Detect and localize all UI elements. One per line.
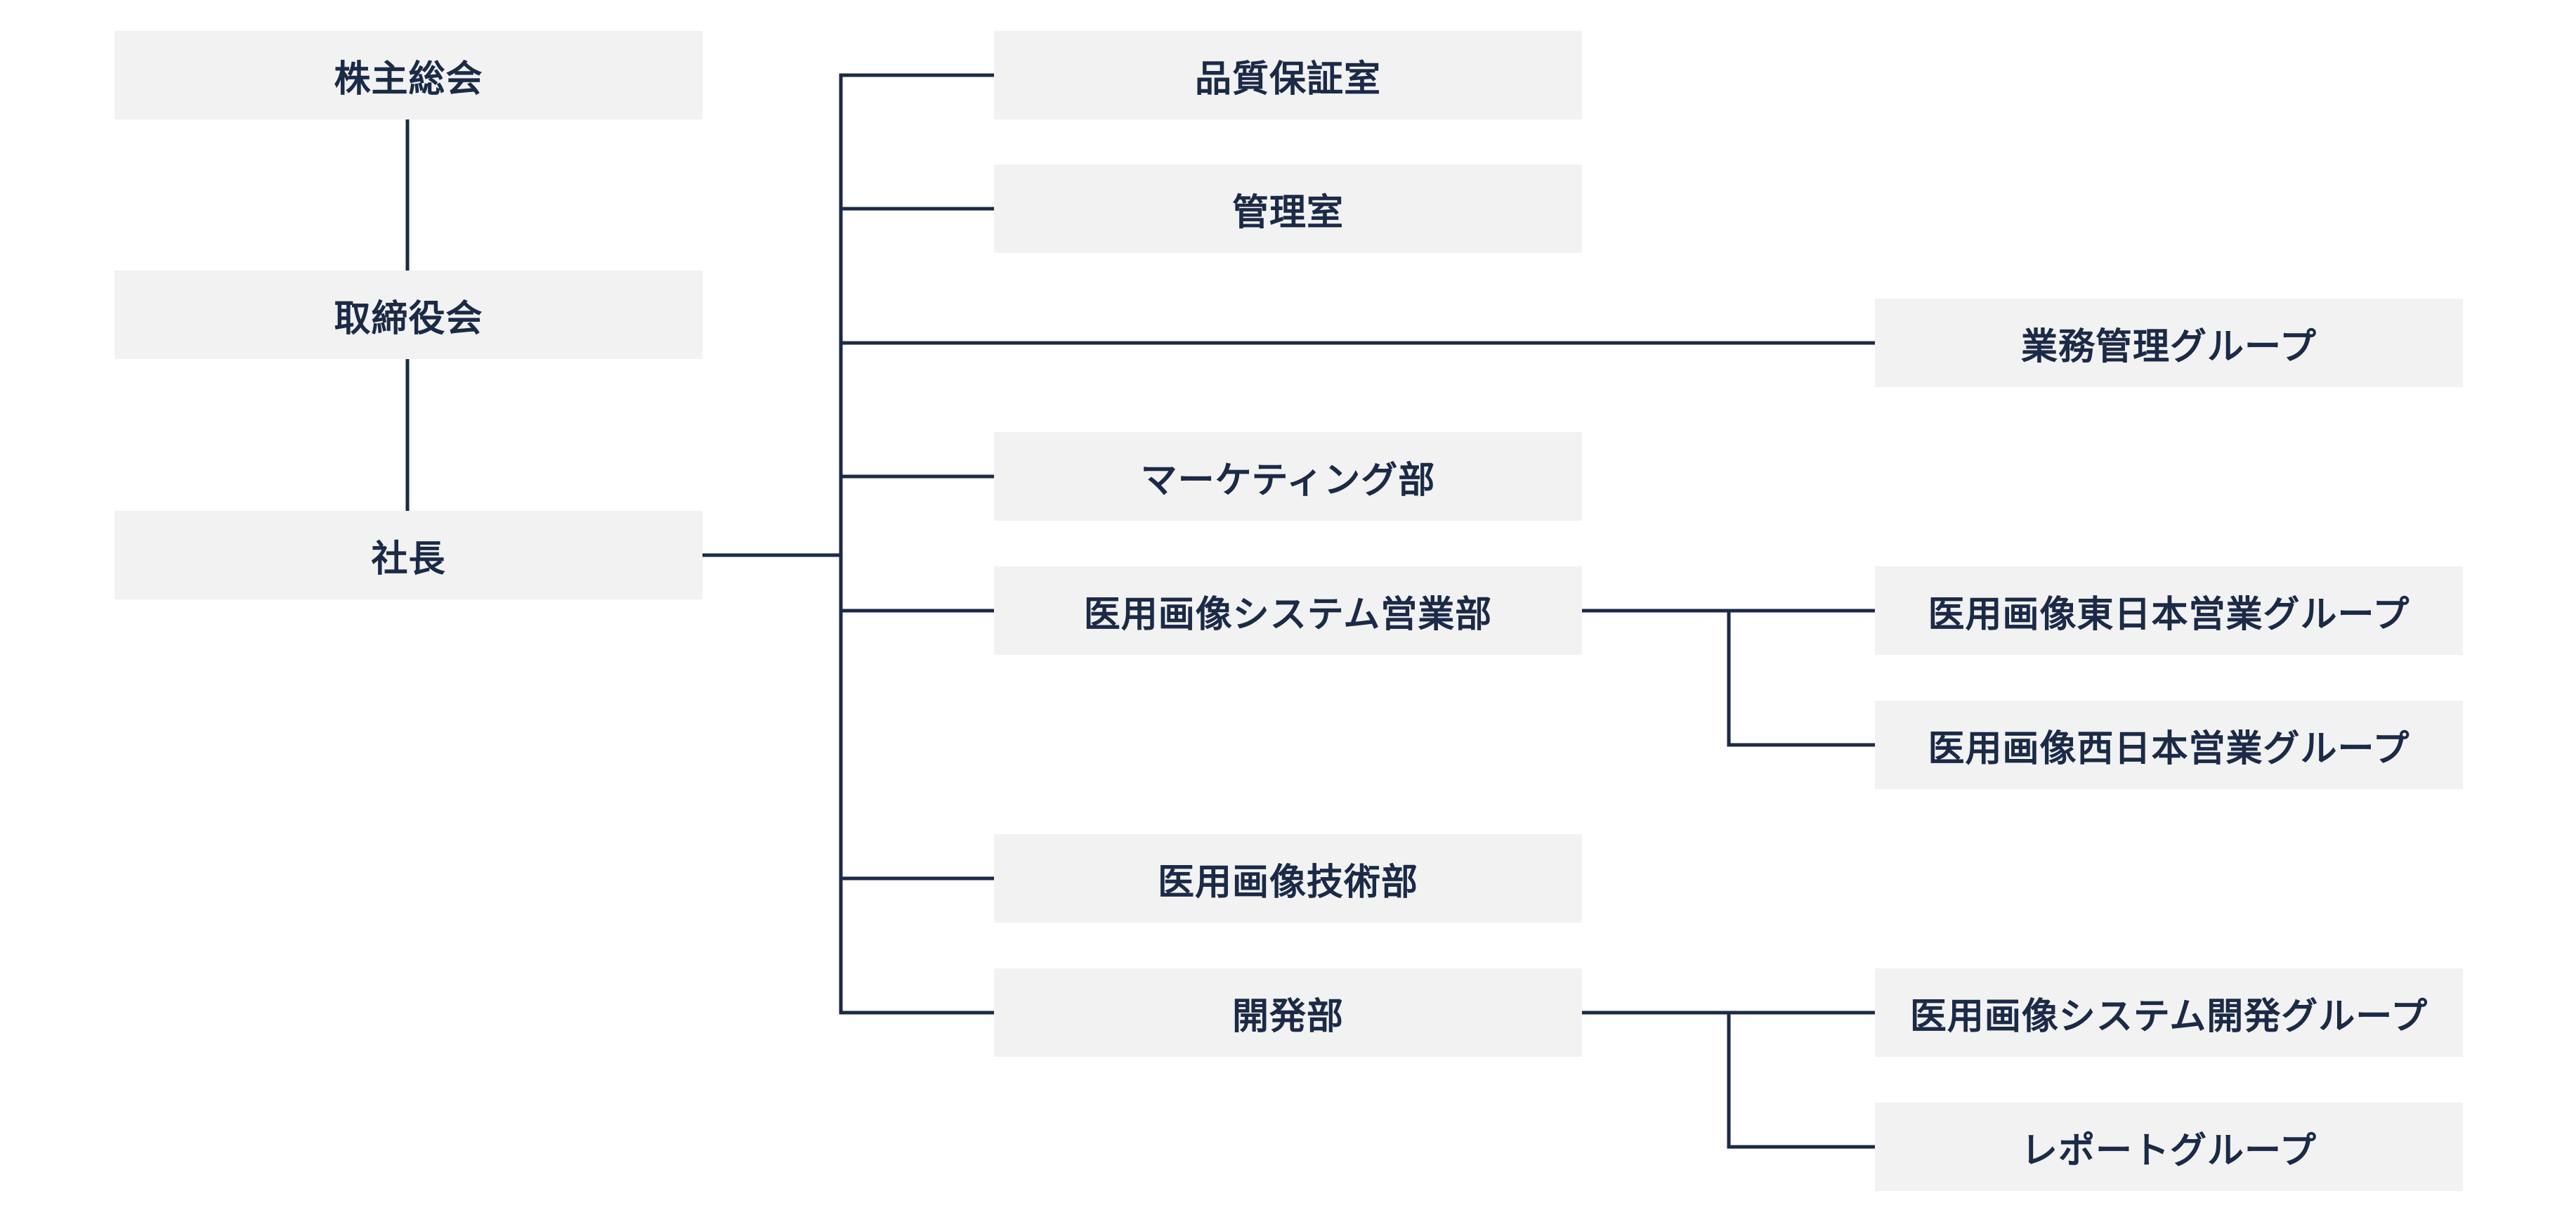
node-west-japan-sales-group: 医用画像西日本営業グループ bbox=[1875, 701, 2463, 789]
node-label: 管理室 bbox=[1231, 191, 1344, 234]
node-label: 取締役会 bbox=[334, 297, 483, 340]
node-label: 医用画像システム開発グループ bbox=[1909, 995, 2428, 1038]
node-east-japan-sales-group: 医用画像東日本営業グループ bbox=[1875, 566, 2463, 655]
node-label: 医用画像技術部 bbox=[1157, 861, 1418, 904]
node-label: 医用画像西日本営業グループ bbox=[1928, 727, 2410, 770]
node-label: 株主総会 bbox=[334, 58, 483, 100]
node-label: 品質保証室 bbox=[1194, 58, 1381, 100]
node-business-management-group: 業務管理グループ bbox=[1875, 299, 2463, 387]
node-label: 医用画像東日本営業グループ bbox=[1928, 593, 2410, 636]
node-medical-imaging-sales: 医用画像システム営業部 bbox=[994, 566, 1582, 655]
node-label: 開発部 bbox=[1231, 995, 1344, 1038]
node-label: 社長 bbox=[371, 538, 446, 580]
node-medical-imaging-tech: 医用画像技術部 bbox=[994, 834, 1582, 923]
node-label: 業務管理グループ bbox=[2021, 325, 2317, 368]
node-management-office: 管理室 bbox=[994, 164, 1582, 253]
node-marketing: マーケティング部 bbox=[994, 432, 1582, 521]
node-shareholders-meeting: 株主総会 bbox=[115, 31, 702, 119]
node-imaging-system-dev-group: 医用画像システム開発グループ bbox=[1875, 968, 2463, 1057]
node-development: 開発部 bbox=[994, 968, 1582, 1057]
node-quality-assurance: 品質保証室 bbox=[994, 31, 1582, 119]
node-label: 医用画像システム営業部 bbox=[1083, 593, 1493, 636]
node-board-of-directors: 取締役会 bbox=[115, 271, 702, 359]
node-label: レポートグループ bbox=[2021, 1129, 2317, 1172]
node-president: 社長 bbox=[115, 511, 702, 599]
node-report-group: レポートグループ bbox=[1875, 1103, 2463, 1191]
node-label: マーケティング部 bbox=[1140, 459, 1436, 502]
